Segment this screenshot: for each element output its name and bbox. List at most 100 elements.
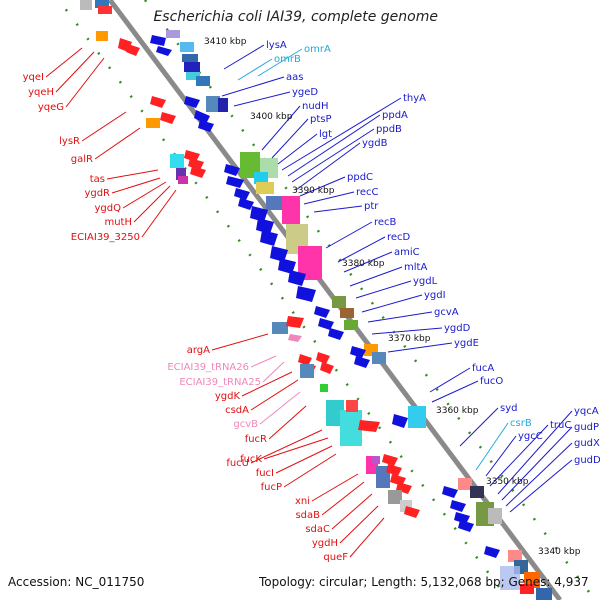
gene-label-ygcC: ygcC <box>518 431 543 442</box>
connector-ECIAI39_tRNA26 <box>250 355 277 368</box>
gene-label-lysA: lysA <box>266 40 287 51</box>
connector-yqeH <box>55 51 95 93</box>
connector-amiC <box>343 251 393 273</box>
connector-gudD <box>509 459 573 513</box>
kbp-tick-label: 3410 kbp <box>204 37 247 47</box>
connector-ygcC <box>485 435 517 477</box>
gene-label-fucU: fucU <box>226 458 249 469</box>
kbp-tick-label: 3400 kbp <box>250 112 293 122</box>
gene-label-ygdB: ygdB <box>362 138 388 149</box>
connector-omrB <box>237 58 273 81</box>
connector-gudX <box>505 442 573 507</box>
connector-xni <box>311 473 359 502</box>
connector-ygdQ <box>122 181 167 209</box>
connector-ppdB <box>291 128 375 183</box>
connector-sdaC <box>331 493 373 530</box>
gene-label-xni: xni <box>295 496 310 507</box>
connector-gcvA <box>367 311 433 323</box>
connector-lysR <box>81 111 127 142</box>
kbp-tick-label: 3360 kbp <box>436 406 479 416</box>
gene-label-aas: aas <box>286 72 303 83</box>
connector-gcvB <box>259 391 301 425</box>
connector-ppdA <box>287 114 381 177</box>
connector-fucR <box>268 405 307 440</box>
connector-syd <box>459 407 499 447</box>
gene-label-omrB: omrB <box>274 54 301 65</box>
connector-ECIAI39_3250 <box>141 189 177 238</box>
connector-fucU <box>250 429 323 464</box>
gene-label-gudD: gudD <box>574 455 600 466</box>
connector-mltA <box>349 266 403 287</box>
connector-sdaB <box>321 481 365 516</box>
gene-label-sdaB: sdaB <box>295 510 320 521</box>
connector-yqeI <box>45 47 83 78</box>
gene-label-gcvA: gcvA <box>434 307 459 318</box>
connector-ygdH <box>339 505 379 544</box>
connector-gudP <box>501 426 573 501</box>
gene-label-fucP: fucP <box>261 482 282 493</box>
accession-text: Accession: NC_011750 <box>8 575 144 589</box>
connector-lgt <box>277 133 318 165</box>
gene-label-galR: galR <box>71 154 93 165</box>
kbp-tick-label: 3380 kbp <box>342 259 385 269</box>
connector-argA <box>211 333 269 351</box>
gene-label-thyA: thyA <box>403 93 426 104</box>
connector-recC <box>303 191 355 205</box>
kbp-tick-label: 3350 kbp <box>486 477 529 487</box>
gene-label-gudP: gudP <box>574 422 599 433</box>
gene-label-ECIAI39_3250: ECIAI39_3250 <box>71 232 140 243</box>
gene-label-ECIAI39_tRNA26: ECIAI39_tRNA26 <box>167 362 249 373</box>
connector-recB <box>325 221 373 249</box>
gene-label-ygdQ: ygdQ <box>95 203 122 214</box>
connector-ygdK <box>241 371 293 397</box>
gene-label-argA: argA <box>187 345 210 356</box>
gene-label-recD: recD <box>387 232 411 243</box>
feature-blocks <box>80 0 552 600</box>
connector-yqeG <box>65 57 105 108</box>
gene-label-fucK: fucK <box>240 454 262 465</box>
gene-label-fucI: fucI <box>256 468 274 479</box>
gene-label-ECIAI39_tRNA25: ECIAI39_tRNA25 <box>179 377 261 388</box>
gene-label-yqeH: yqeH <box>28 87 54 98</box>
connector-yqcA <box>497 410 573 495</box>
connector-lysA <box>223 44 265 70</box>
gene-label-ptsP: ptsP <box>310 114 332 125</box>
connector-ppdC <box>299 176 346 197</box>
gene-label-recC: recC <box>356 187 379 198</box>
connector-truC <box>489 424 549 487</box>
connector-queF <box>349 517 385 558</box>
connector-mutH <box>133 185 171 223</box>
gene-label-csdA: csdA <box>225 405 249 416</box>
gene-label-fucO: fucO <box>480 376 503 387</box>
gene-label-ptr: ptr <box>364 201 379 212</box>
gene-label-ygdD: ygdD <box>444 323 471 334</box>
connector-aas <box>221 76 285 97</box>
gene-label-amiC: amiC <box>394 247 420 258</box>
connector-fucA <box>429 367 471 393</box>
genome-title: Escherichia coli IAI39, complete genome <box>153 9 438 25</box>
gene-label-gudX: gudX <box>574 438 600 449</box>
connector-ptsP <box>271 118 309 159</box>
connector-ygeD <box>233 91 291 107</box>
gene-label-recB: recB <box>374 217 397 228</box>
gene-label-yqeI: yqeI <box>23 72 44 83</box>
gene-label-queF: queF <box>323 552 348 563</box>
connector-ptr <box>313 205 363 213</box>
gene-label-mutH: mutH <box>104 217 132 228</box>
connector-fucO <box>431 380 479 403</box>
connector-fucI <box>275 445 333 474</box>
gene-label-lysR: lysR <box>59 136 80 147</box>
gene-label-ygeD: ygeD <box>292 87 318 98</box>
genome-summary: Topology: circular; Length: 5,132,068 bp… <box>258 575 589 589</box>
gene-label-ygdH: ygdH <box>312 538 338 549</box>
gene-label-syd: syd <box>500 403 517 414</box>
gene-label-mltA: mltA <box>404 262 427 273</box>
connector-ygdD <box>371 327 443 335</box>
connector-ygdL <box>355 280 412 299</box>
gene-label-ygdE: ygdE <box>454 338 479 349</box>
kbp-tick-label: 3390 kbp <box>292 186 335 196</box>
connector-ygdR <box>111 177 161 194</box>
gene-label-yqcA: yqcA <box>574 406 599 417</box>
gene-label-gcvB: gcvB <box>233 419 258 430</box>
